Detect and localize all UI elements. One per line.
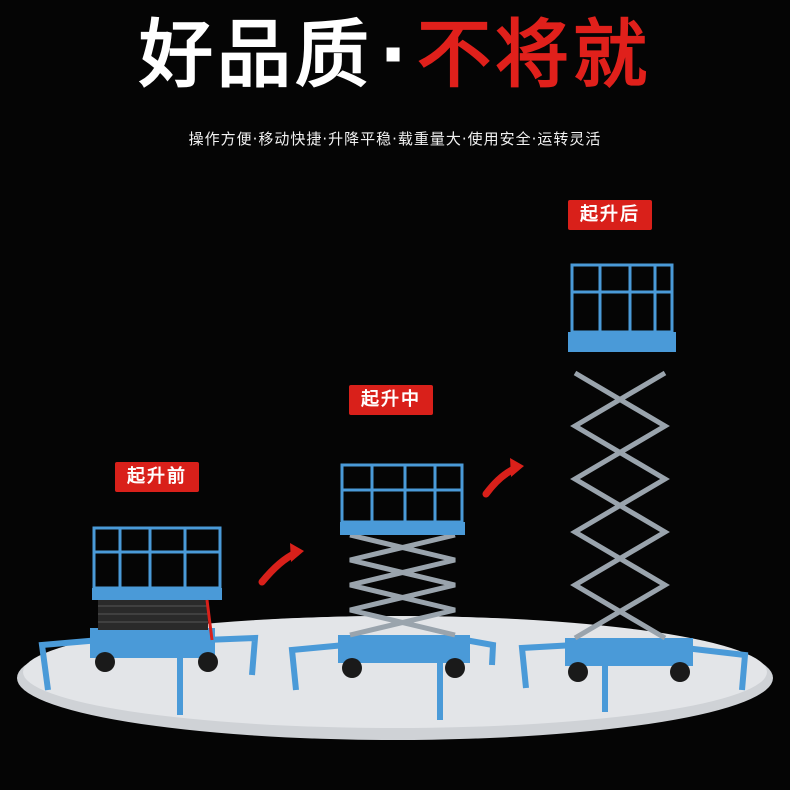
lift-before bbox=[38, 526, 259, 715]
stage-label-before: 起升前 bbox=[115, 462, 199, 492]
stage-label-middle: 起升中 bbox=[349, 385, 433, 415]
headline: 好品质·不将就 bbox=[0, 18, 790, 92]
headline-part2: 不将就 bbox=[417, 12, 652, 98]
subline: 操作方便·移动快捷·升降平稳·载重量大·使用安全·运转灵活 bbox=[188, 130, 602, 148]
stage-label-after: 起升后 bbox=[568, 200, 652, 230]
arrow-right-icon bbox=[482, 458, 524, 498]
arrow-right-icon bbox=[258, 543, 304, 586]
lift-after bbox=[518, 263, 749, 712]
headline-part1: 好品质 bbox=[138, 12, 373, 98]
headline-separator: · bbox=[378, 12, 412, 98]
lift-middle bbox=[288, 463, 497, 720]
